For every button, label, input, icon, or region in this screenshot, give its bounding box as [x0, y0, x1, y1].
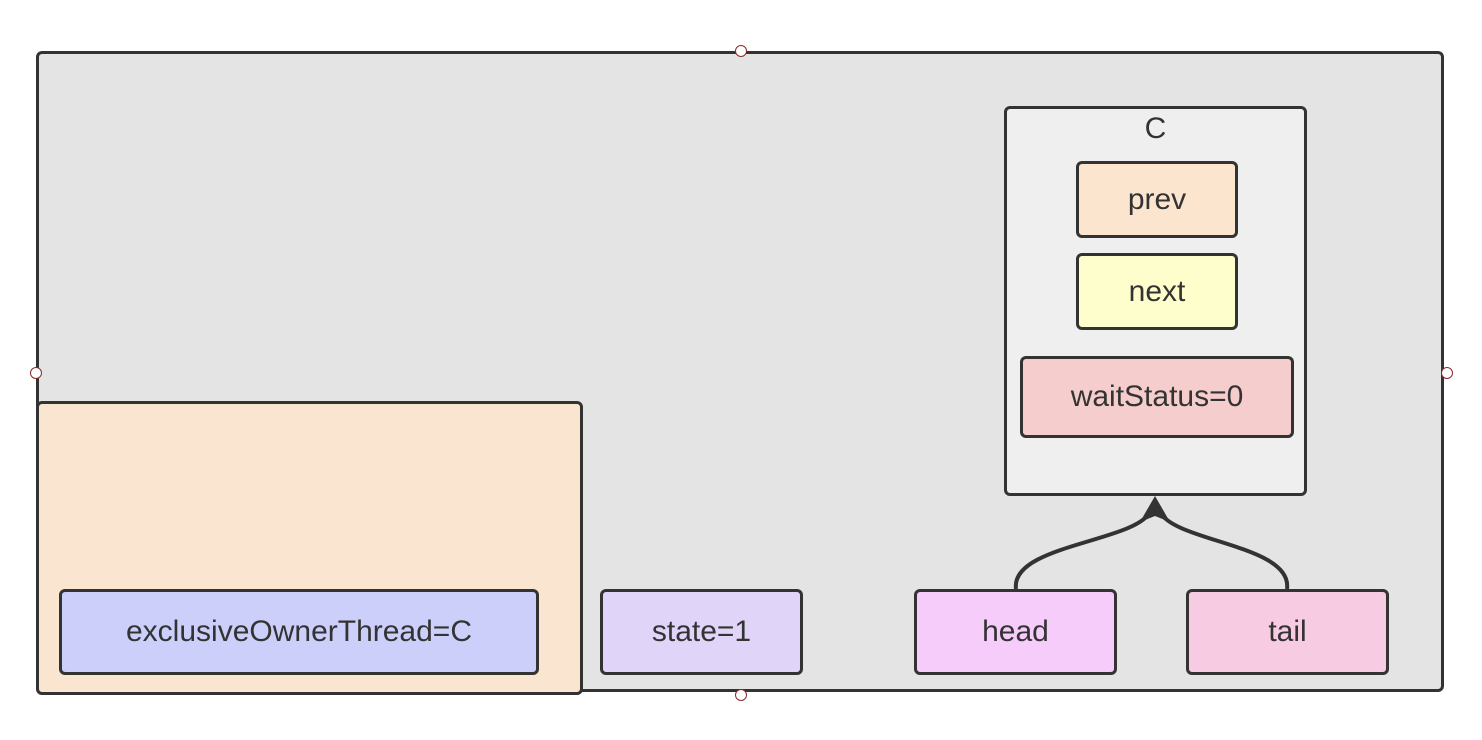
- head-box[interactable]: head: [914, 589, 1117, 675]
- next-box[interactable]: next: [1076, 253, 1238, 330]
- wait-status-box[interactable]: waitStatus=0: [1020, 356, 1294, 438]
- resize-handle-right[interactable]: [1441, 367, 1453, 379]
- state-box[interactable]: state=1: [600, 589, 803, 675]
- resize-handle-left[interactable]: [30, 367, 42, 379]
- tail-box[interactable]: tail: [1186, 589, 1389, 675]
- prev-box[interactable]: prev: [1076, 161, 1238, 238]
- head-to-c-edge[interactable]: [1013, 510, 1152, 590]
- resize-handle-bottom[interactable]: [735, 689, 747, 701]
- tail-to-c-edge[interactable]: [1158, 510, 1290, 590]
- node-c-title: C: [1144, 112, 1167, 145]
- resize-handle-top[interactable]: [735, 45, 747, 57]
- arrowhead-icon: [1140, 496, 1170, 522]
- exclusive-owner-thread-box[interactable]: exclusiveOwnerThread=C: [59, 589, 539, 675]
